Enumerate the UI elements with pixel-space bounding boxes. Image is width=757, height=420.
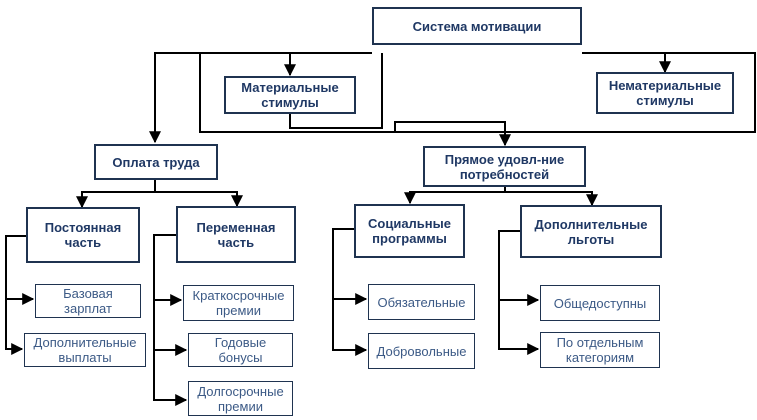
- node-base-salary: Базовая зарплат: [35, 284, 141, 318]
- node-root: Система мотивации: [372, 7, 582, 45]
- node-fixed: Постоянная часть: [26, 207, 140, 263]
- node-nonmaterial: Нематериальные стимулы: [596, 72, 734, 114]
- node-by-category-label: По отдельным категориям: [556, 335, 644, 365]
- node-public: Общедоступны: [540, 285, 660, 321]
- node-by-category: По отдельным категориям: [540, 332, 660, 368]
- node-mandatory-label: Обязательные: [377, 294, 466, 310]
- node-extra-benefits: Дополнительные льготы: [520, 205, 662, 258]
- node-needs: Прямое удовл-ние потребностей: [423, 146, 586, 187]
- node-extra-payments-label: Дополнительные выплаты: [33, 335, 137, 365]
- node-short-term: Краткосрочные премии: [183, 285, 294, 321]
- node-needs-label: Прямое удовл-ние потребностей: [444, 151, 565, 182]
- node-base-salary-label: Базовая зарплат: [63, 286, 113, 316]
- node-long-term: Долгосрочные премии: [188, 381, 293, 416]
- node-long-term-label: Долгосрочные премии: [197, 383, 284, 414]
- node-nonmaterial-label: Нематериальные стимулы: [608, 78, 722, 108]
- node-voluntary-label: Добровольные: [376, 343, 467, 359]
- node-annual-label: Годовые бонусы: [214, 335, 267, 365]
- node-variable-label: Переменная часть: [196, 219, 276, 250]
- node-pay: Оплата труда: [94, 144, 218, 180]
- node-extra-benefits-label: Дополнительные льготы: [534, 216, 648, 247]
- node-fixed-label: Постоянная часть: [44, 220, 122, 250]
- node-annual: Годовые бонусы: [188, 333, 293, 367]
- node-variable: Переменная часть: [176, 206, 296, 263]
- node-root-label: Система мотивации: [412, 18, 542, 34]
- node-social: Социальные программы: [354, 204, 465, 258]
- node-extra-payments: Дополнительные выплаты: [24, 333, 146, 367]
- node-mandatory: Обязательные: [368, 284, 475, 320]
- node-public-label: Общедоступны: [553, 295, 647, 311]
- node-short-term-label: Краткосрочные премии: [192, 288, 285, 318]
- node-material: Материальные стимулы: [224, 76, 356, 114]
- node-social-label: Социальные программы: [368, 216, 451, 246]
- node-material-label: Материальные стимулы: [241, 80, 339, 110]
- node-voluntary: Добровольные: [368, 333, 475, 369]
- node-pay-label: Оплата труда: [112, 154, 200, 170]
